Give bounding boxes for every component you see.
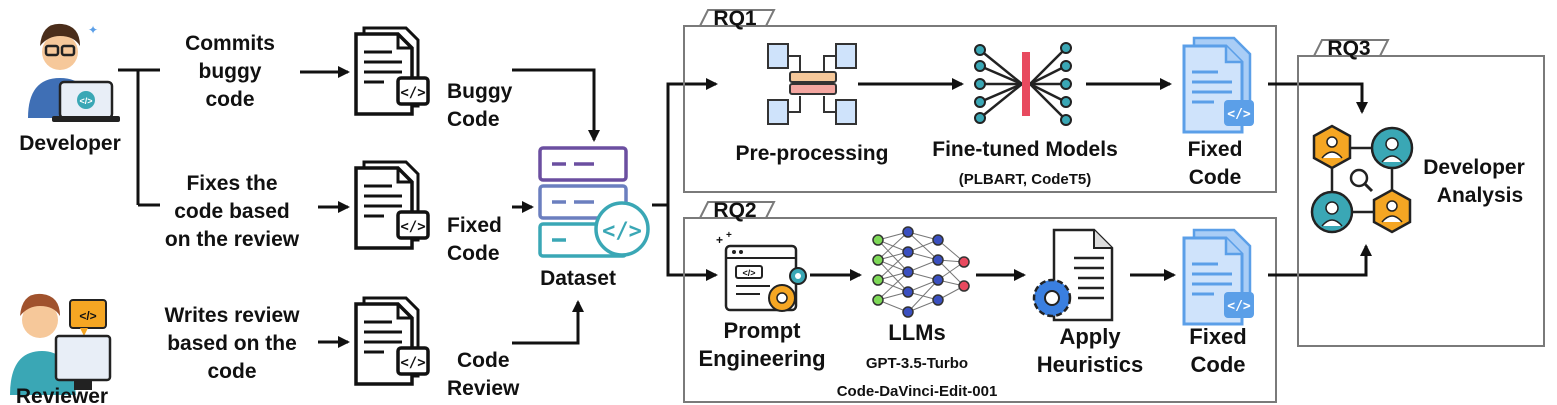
doc-buggy-label: Buggy Code — [447, 80, 513, 131]
svg-text:Engineering: Engineering — [698, 346, 825, 371]
svg-text:Code: Code — [447, 108, 500, 131]
buggy-code-doc-icon — [354, 26, 430, 116]
rq3-tag: RQ3 — [1312, 37, 1390, 60]
heuristics-label: Apply Heuristics — [1037, 324, 1143, 377]
doc-fixed-label: Fixed Code — [447, 214, 502, 265]
svg-text:+: + — [726, 230, 732, 241]
svg-text:Fixed: Fixed — [447, 214, 502, 237]
prompt-label: Prompt Engineering — [698, 318, 825, 371]
svg-text:buggy: buggy — [199, 60, 262, 83]
developer-label: Developer — [19, 132, 121, 155]
models-label: Fine-tuned Models — [932, 138, 1118, 161]
svg-text:Apply: Apply — [1059, 324, 1121, 349]
heuristics-icon — [1032, 228, 1114, 322]
rq2-box — [683, 217, 1277, 403]
svg-text:based on the: based on the — [167, 332, 297, 355]
svg-text:Fixed: Fixed — [1189, 324, 1246, 349]
svg-text:Analysis: Analysis — [1437, 184, 1523, 207]
dataset-icon: </> — [538, 146, 650, 258]
svg-text:+: + — [716, 233, 723, 247]
code-review-doc-icon — [354, 296, 430, 386]
action-commits: Commits buggy code — [185, 32, 275, 111]
svg-text:</>: </> — [79, 309, 96, 323]
svg-text:Code: Code — [1189, 166, 1242, 189]
svg-text:Code: Code — [457, 349, 510, 372]
svg-text:Review: Review — [447, 377, 520, 400]
models-sub-label: (PLBART, CodeT5) — [959, 171, 1092, 188]
svg-text:Heuristics: Heuristics — [1037, 352, 1143, 377]
action-fixes: Fixes the code based on the review — [165, 172, 300, 251]
llm2-label: Code-DaVinci-Edit-001 — [837, 383, 998, 400]
preprocessing-icon — [767, 43, 857, 125]
neural-model-icon — [974, 42, 1072, 126]
prompt-engineering-icon: + + </> — [716, 230, 807, 312]
developer-connector — [118, 68, 160, 207]
fixed-code-doc-icon — [354, 160, 430, 250]
rq2-tag: RQ2 — [698, 199, 776, 222]
svg-text:</>: </> — [742, 268, 755, 278]
svg-text:RQ3: RQ3 — [1327, 37, 1370, 60]
svg-text:Commits: Commits — [185, 32, 275, 55]
reviewer-icon: </> — [10, 293, 112, 395]
rq1-tag: RQ1 — [698, 7, 776, 30]
svg-text:code: code — [205, 88, 254, 111]
svg-text:on the review: on the review — [165, 228, 300, 251]
rq3-box — [1297, 55, 1545, 347]
svg-text:Fixed: Fixed — [1188, 138, 1243, 161]
developer-icon: </> ✦ — [28, 23, 120, 122]
arrow-rq1-to-rq3 — [1268, 82, 1368, 114]
llm1-label: GPT-3.5-Turbo — [866, 355, 968, 372]
arrow-rq2-to-rq3 — [1268, 244, 1372, 277]
rq1-box — [683, 25, 1277, 193]
svg-text:Code: Code — [447, 242, 500, 265]
arrow-buggy-to-dataset — [512, 68, 600, 142]
llm-network-icon — [872, 226, 970, 318]
svg-text:Code: Code — [1191, 352, 1246, 377]
svg-text:code: code — [207, 360, 256, 383]
preprocessing-label: Pre-processing — [736, 142, 889, 165]
svg-text:Writes review: Writes review — [164, 304, 300, 327]
svg-text:Prompt: Prompt — [724, 318, 802, 343]
svg-text:✦: ✦ — [88, 23, 98, 37]
action-writes: Writes review based on the code — [164, 304, 300, 383]
svg-text:</>: </> — [79, 96, 92, 106]
svg-text:</>: </> — [602, 219, 642, 244]
developer-analysis-label: Developer Analysis — [1423, 156, 1525, 207]
dataset-label: Dataset — [540, 267, 616, 290]
svg-text:RQ1: RQ1 — [713, 7, 757, 30]
arrow-dataset-to-rq1 — [652, 78, 718, 207]
llms-label: LLMs — [888, 320, 945, 345]
svg-text:Buggy: Buggy — [447, 80, 513, 103]
svg-text:Developer: Developer — [1423, 156, 1525, 179]
arrow-review-to-dataset — [512, 300, 584, 345]
arrow-dataset-to-rq2 — [666, 205, 718, 281]
svg-text:Fixes the: Fixes the — [186, 172, 277, 195]
rq2-fixed-code-icon — [1182, 228, 1256, 326]
developer-analysis-icon — [1310, 124, 1414, 234]
reviewer-label: Reviewer — [16, 385, 108, 405]
rq1-fixed-code-icon — [1182, 36, 1256, 134]
svg-text:code based: code based — [174, 200, 290, 223]
svg-text:RQ2: RQ2 — [713, 199, 756, 222]
rq2-output-label: Fixed Code — [1189, 324, 1246, 377]
doc-review-label: Code Review — [447, 349, 520, 400]
rq1-output-label: Fixed Code — [1188, 138, 1243, 189]
